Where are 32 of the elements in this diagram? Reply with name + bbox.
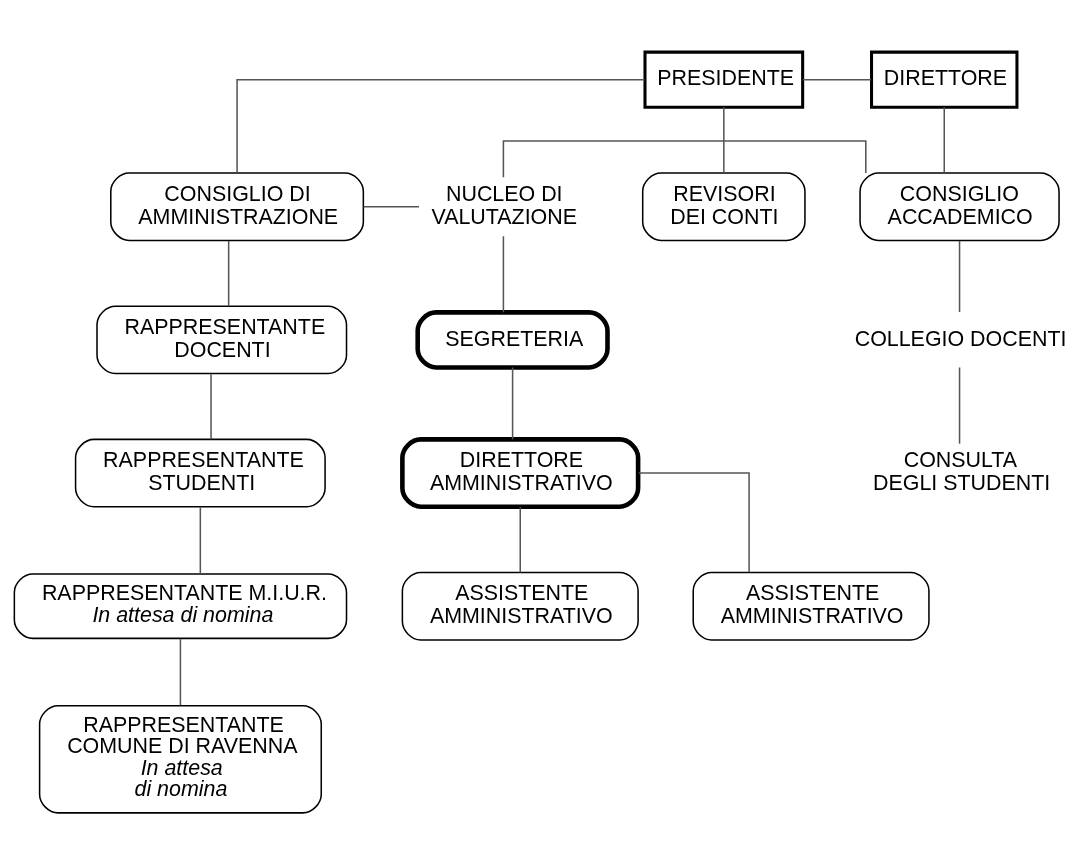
node-box: CONSIGLIO DI AMMINISTRAZIONE bbox=[110, 172, 365, 242]
connector bbox=[958, 366, 961, 445]
node-text: NUCLEO DI VALUTAZIONE bbox=[431, 181, 577, 229]
node-box: RAPPRESENTANTE STUDENTI bbox=[74, 438, 326, 508]
node-box: REVISORI DEI CONTI bbox=[641, 172, 806, 242]
connector bbox=[199, 506, 202, 575]
connector bbox=[519, 506, 521, 574]
node-box: PRESIDENTE bbox=[643, 50, 805, 109]
connector bbox=[958, 240, 961, 313]
node-text: CONSULTA DEGLI STUDENTI bbox=[873, 448, 1051, 496]
connector bbox=[502, 235, 505, 313]
connector bbox=[362, 205, 420, 208]
connector bbox=[511, 366, 514, 441]
connector bbox=[236, 78, 646, 174]
connector bbox=[210, 373, 212, 441]
node-box: RAPPRESENTANTE DOCENTI bbox=[96, 305, 348, 375]
node-box: RAPPRESENTANTE COMUNE DI RAVENNA In attesa di nomina bbox=[38, 704, 322, 814]
connector bbox=[943, 106, 945, 174]
connector bbox=[637, 472, 750, 573]
connector bbox=[723, 106, 725, 174]
connector bbox=[179, 637, 182, 706]
node-box: ASSISTENTE AMMINISTRATIVO bbox=[401, 571, 639, 641]
node-box: ASSISTENTE AMMINISTRATIVO bbox=[692, 571, 930, 641]
connector bbox=[802, 78, 872, 81]
node-box: DIRETTORE AMMINISTRATIVO bbox=[400, 437, 641, 510]
node-text: COLLEGIO DOCENTI bbox=[854, 326, 1067, 351]
node-box: CONSIGLIO ACCADEMICO bbox=[859, 172, 1060, 242]
node-box: SEGRETERIA bbox=[415, 310, 610, 370]
connector bbox=[502, 140, 867, 179]
connector bbox=[227, 240, 230, 307]
node-box: RAPPRESENTANTE M.I.U.R. In attesa di nomina bbox=[13, 573, 348, 640]
node-box: DIRETTORE bbox=[870, 50, 1019, 109]
